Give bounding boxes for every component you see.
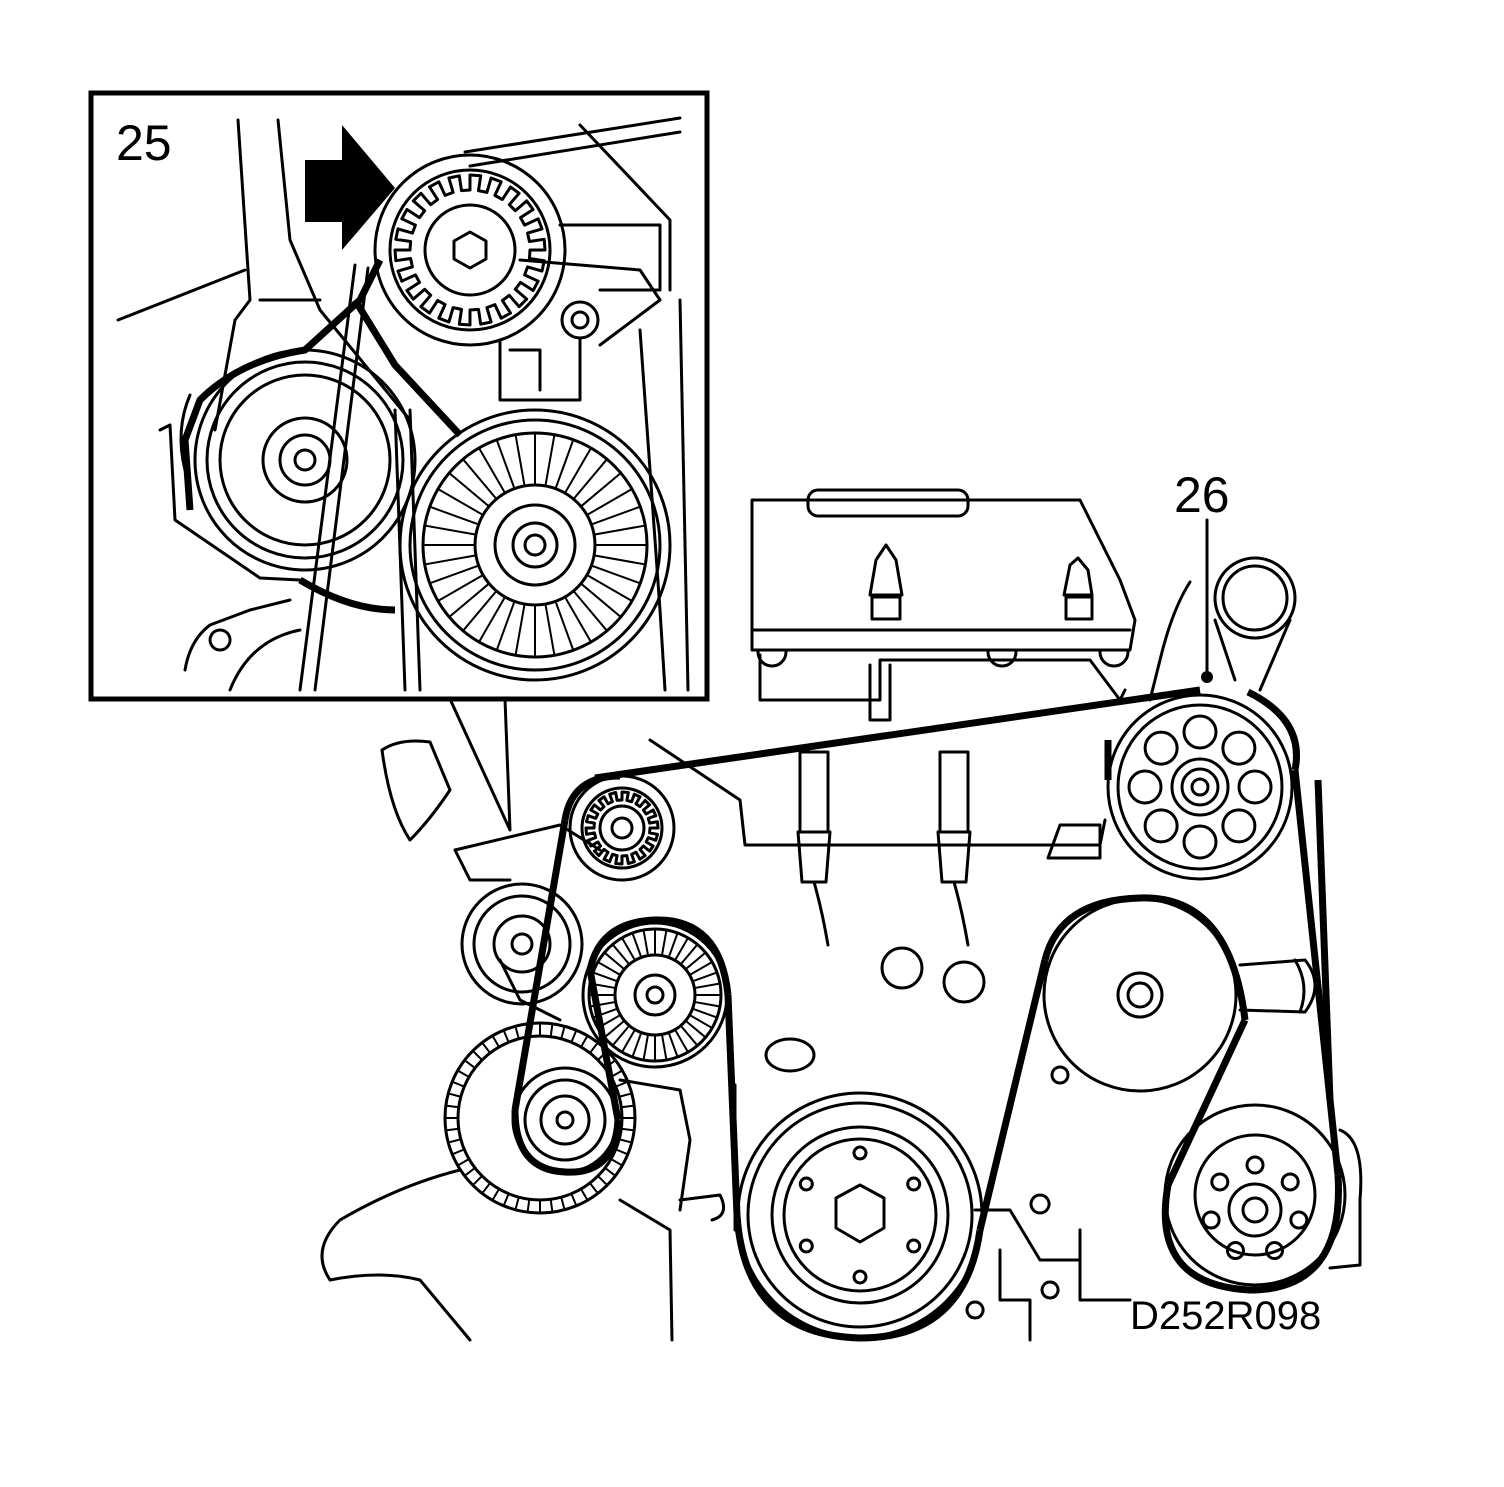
engine-outline — [320, 488, 1363, 1342]
drive-belt — [511, 686, 1342, 1342]
direction-arrow-icon — [305, 125, 395, 250]
belt-label: 26 — [1174, 467, 1230, 523]
pulleys — [443, 693, 1347, 1339]
figure-code: D252R098 — [1130, 1294, 1322, 1338]
inset-label: 25 — [116, 115, 172, 171]
detail-inset — [88, 90, 710, 702]
callout-pointer — [448, 697, 512, 832]
